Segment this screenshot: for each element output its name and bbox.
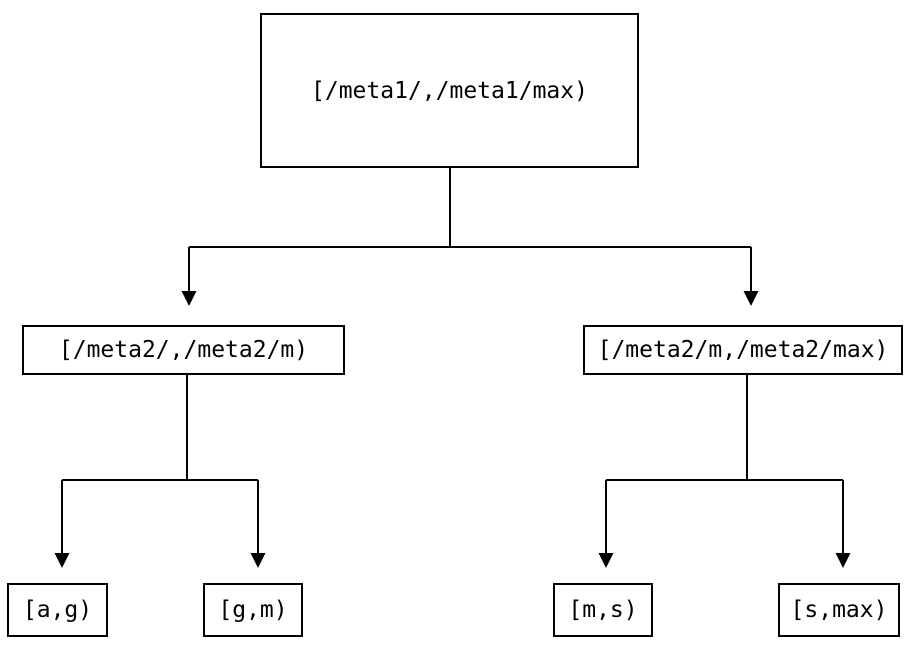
tree-node-leaf-a-g-label: [a,g) [22,597,93,623]
arrowhead-icon [598,553,614,568]
tree-node-leaf-s-max-label: [s,max) [790,597,888,623]
arrowhead-icon [835,553,851,568]
tree-node-leaf-g-m: [g,m) [203,583,303,637]
tree-node-meta2-high: [/meta2/m,/meta2/max) [583,325,903,375]
tree-node-leaf-g-m-label: [g,m) [218,597,288,623]
tree-node-meta2-high-label: [/meta2/m,/meta2/max) [597,337,889,363]
arrowhead-icon [54,553,70,568]
arrowhead-icon [250,553,266,568]
tree-node-meta2-low-label: [/meta2/,/meta2/m) [58,337,309,363]
tree-node-root-label: [/meta1/,/meta1/max) [311,77,588,104]
tree-node-root: [/meta1/,/meta1/max) [260,13,639,168]
tree-node-leaf-m-s: [m,s) [553,583,653,637]
tree-node-leaf-m-s-label: [m,s) [568,597,638,623]
tree-node-leaf-s-max: [s,max) [778,583,900,637]
tree-node-leaf-a-g: [a,g) [7,583,108,637]
arrowhead-icon [743,291,759,306]
arrowhead-icon [181,291,197,306]
tree-node-meta2-low: [/meta2/,/meta2/m) [22,325,345,375]
